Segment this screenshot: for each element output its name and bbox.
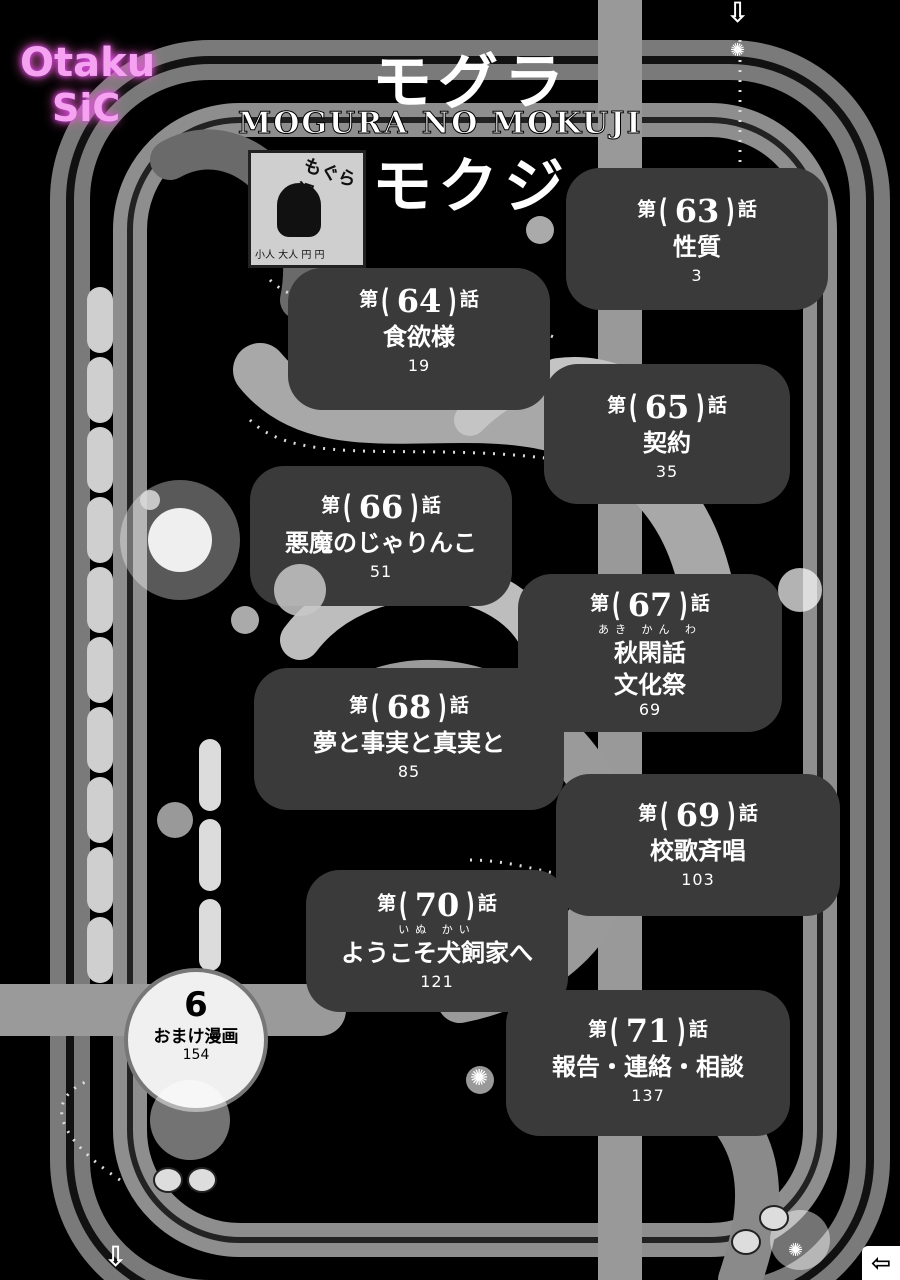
chapter-label-pre: 第: [590, 592, 610, 615]
chapter-title: 校歌斉唱: [650, 837, 746, 865]
chapter-ruby: いぬ かい: [398, 923, 476, 936]
chapter-label-pre: 第: [638, 802, 658, 825]
chapter-page: 35: [655, 462, 679, 481]
chapter-71[interactable]: 第(71)話 報告・連絡・相談 137: [506, 1012, 790, 1105]
next-page-button[interactable]: ⇦: [862, 1246, 900, 1280]
chapter-label-post: 話: [477, 892, 497, 915]
chapter-page: 137: [631, 1086, 665, 1105]
chapter-label-pre: 第: [377, 892, 397, 915]
chapter-number: 70: [414, 886, 460, 924]
chapter-number: 67: [627, 586, 673, 624]
chapter-page: 3: [691, 266, 703, 285]
chapter-title: 食欲様: [383, 323, 455, 351]
mole-paw-icon: [150, 1160, 220, 1196]
title-kana-top: モグラ: [372, 48, 570, 118]
chapter-title-2: 文化祭: [614, 671, 686, 699]
chapter-page: 121: [420, 972, 454, 991]
sparkle-icon: ✺: [788, 1240, 804, 1261]
sign-prices: 小人 大人 円 円: [255, 250, 325, 261]
arrow-down-icon: ⇩: [104, 1240, 128, 1273]
chapter-page: 85: [397, 762, 421, 781]
chapter-title: ようこそ犬飼家へ: [341, 939, 533, 967]
chapter-title: 契約: [643, 429, 691, 457]
chapter-label-post: 話: [737, 198, 757, 221]
chapter-label-pre: 第: [359, 288, 379, 311]
omake-page: 154: [182, 1047, 210, 1063]
chapter-title: 夢と事実と真実と: [313, 729, 505, 757]
chapter-number: 68: [386, 688, 432, 726]
chapter-title: 秋閑話: [614, 639, 686, 667]
chapter-label-pre: 第: [607, 394, 627, 417]
chapter-70[interactable]: 第(70)話 いぬ かい ようこそ犬飼家へ 121: [306, 886, 568, 991]
chapter-number: 71: [625, 1012, 671, 1050]
chapter-label-post: 話: [421, 494, 441, 517]
title-kana-bottom: モクジ: [372, 152, 570, 222]
sparkle-icon: ✺: [470, 1066, 489, 1091]
chapter-63[interactable]: 第(63)話 性質 3: [566, 192, 828, 285]
chapter-label-pre: 第: [349, 694, 369, 717]
chapter-label-post: 話: [707, 394, 727, 417]
chapter-title: 悪魔のじゃりんこ: [285, 529, 477, 557]
chapter-page: 69: [638, 700, 662, 719]
chapter-label-pre: 第: [588, 1018, 608, 1041]
chapter-number: 66: [358, 488, 404, 526]
sparkle-icon: ✺: [730, 40, 746, 61]
site-logo: Otaku SiC: [14, 40, 164, 140]
chapter-number: 65: [644, 388, 690, 426]
title-romaji: MOGURA NO MOKUJI: [238, 106, 643, 142]
chapter-label-post: 話: [449, 694, 469, 717]
omake-manga-entry[interactable]: 6 おまけ漫画 154: [140, 988, 252, 1063]
chapter-67[interactable]: 第(67)話 あき かん わ 秋閑話 文化祭 69: [518, 586, 782, 719]
mole-paw-icon: [730, 1200, 790, 1260]
omake-icon: 6: [184, 985, 208, 1025]
omake-title: おまけ漫画: [153, 1027, 239, 1047]
chapter-68[interactable]: 第(68)話 夢と事実と真実と 85: [254, 688, 564, 781]
chapter-ruby: あき かん わ: [598, 623, 702, 636]
arrow-down-icon: ⇩: [726, 0, 750, 29]
chapter-label-pre: 第: [321, 494, 341, 517]
logo-text-1: Otaku: [20, 40, 156, 86]
chapter-label-post: 話: [690, 592, 710, 615]
chapter-label-pre: 第: [637, 198, 657, 221]
chapter-number: 69: [675, 796, 721, 834]
chapter-page: 51: [369, 562, 393, 581]
chapter-label-post: 話: [688, 1018, 708, 1041]
mole-bath-sign: もぐら湯 小人 大人 円 円: [248, 150, 366, 268]
chapter-title: 報告・連絡・相談: [552, 1053, 744, 1081]
chapter-label-post: 話: [738, 802, 758, 825]
chapter-65[interactable]: 第(65)話 契約 35: [544, 388, 790, 481]
chapter-page: 103: [681, 870, 715, 889]
chapter-number: 64: [396, 282, 442, 320]
chapter-number: 63: [674, 192, 720, 230]
mole-icon: [277, 183, 321, 237]
chapter-64[interactable]: 第(64)話 食欲様 19: [288, 282, 550, 375]
chapter-69[interactable]: 第(69)話 校歌斉唱 103: [556, 796, 840, 889]
chapter-66[interactable]: 第(66)話 悪魔のじゃりんこ 51: [250, 488, 512, 581]
chapter-label-post: 話: [459, 288, 479, 311]
chapter-page: 19: [407, 356, 431, 375]
logo-text-2: SiC: [52, 86, 121, 130]
chapter-title: 性質: [673, 233, 721, 261]
